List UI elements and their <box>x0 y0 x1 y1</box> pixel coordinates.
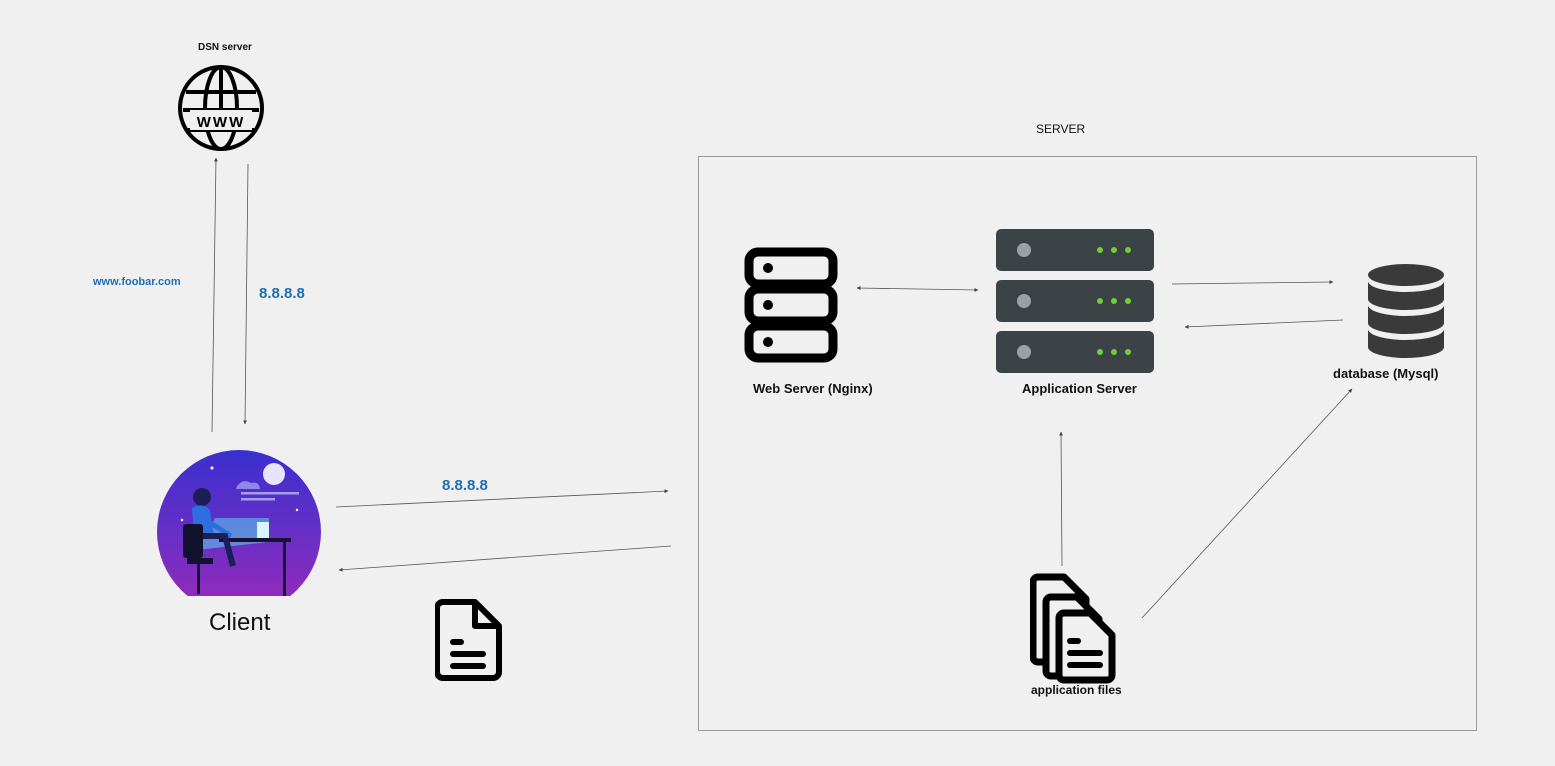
www-text: WWW <box>197 114 245 131</box>
server-to-client-arrow <box>338 545 672 572</box>
client-illustration-icon <box>157 450 321 596</box>
files-to-app-arrow <box>1059 431 1064 567</box>
request-domain-label: www.foobar.com <box>93 276 181 288</box>
client-to-dns-arrow <box>211 157 218 433</box>
server-group-label: SERVER <box>1036 122 1086 136</box>
client-to-server-arrow <box>335 489 669 508</box>
www-globe-icon: WWW <box>178 65 264 151</box>
database-icon <box>1368 264 1444 358</box>
files-to-db-arrow <box>1141 388 1353 619</box>
app-server-label: Application Server <box>1022 381 1137 396</box>
client-request-ip-label: 8.8.8.8 <box>442 477 488 494</box>
dns-to-client-arrow <box>243 163 249 425</box>
web-server-label: Web Server (Nginx) <box>753 381 873 396</box>
files-icon <box>1030 573 1116 684</box>
web-app-arrow <box>856 286 979 292</box>
db-to-app-arrow <box>1184 319 1344 329</box>
server-stack-icon <box>744 247 838 363</box>
document-icon <box>435 599 502 681</box>
server-group-box <box>698 156 1477 731</box>
database-label: database (Mysql) <box>1333 366 1439 381</box>
dns-response-ip-label: 8.8.8.8 <box>259 285 305 302</box>
app-to-db-arrow <box>1171 280 1334 285</box>
dns-server-label: DSN server <box>198 42 252 53</box>
app-files-label: application files <box>1031 683 1122 697</box>
server-rack-icon <box>996 229 1154 373</box>
client-label: Client <box>209 609 271 636</box>
